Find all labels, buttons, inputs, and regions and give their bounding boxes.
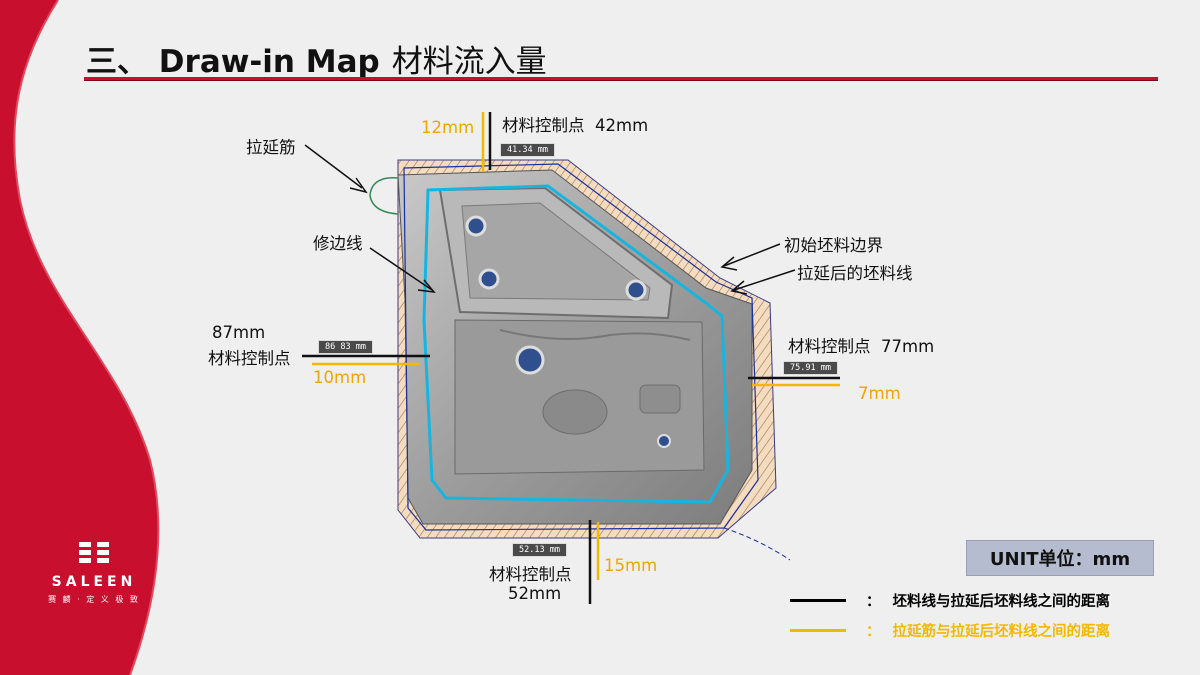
right-bead-distance: 7mm bbox=[858, 384, 901, 403]
bottom-control-label: 材料控制点 bbox=[489, 565, 572, 584]
title-en: 三、 Draw-in Map bbox=[86, 44, 380, 80]
legend-black-colon: ： bbox=[866, 593, 881, 610]
unit-box: UNIT单位：mm bbox=[966, 540, 1154, 576]
title-zh: 材料流入量 bbox=[391, 44, 547, 80]
trim-line bbox=[422, 184, 730, 504]
draw-bead bbox=[369, 177, 399, 215]
drawn-blank-label: 拉延后的坯料线 bbox=[797, 264, 913, 283]
title-rule bbox=[84, 77, 1158, 80]
trim-line-label: 修边线 bbox=[313, 234, 363, 253]
top-control-label: 材料控制点 42mm bbox=[502, 116, 649, 135]
brand-logo: SALEEN 赛 麟 · 定 义 极 致 bbox=[24, 540, 164, 605]
bottom-control-value: 52mm bbox=[508, 584, 562, 603]
legend-orange-text: 拉延筋与拉延后坯料线之间的距离 bbox=[892, 623, 1111, 640]
left-wave-decoration bbox=[0, 0, 160, 675]
bottom-bead-distance: 15mm bbox=[604, 556, 658, 575]
title-rule-shadow bbox=[84, 80, 1158, 81]
left-measure-tag: 86 83 mm bbox=[318, 340, 373, 354]
legend-black-swatch bbox=[790, 598, 846, 602]
draw-bead-label: 拉延筋 bbox=[246, 138, 296, 157]
drawn-blank-line bbox=[403, 163, 759, 531]
brand-slogan: 赛 麟 · 定 义 极 致 bbox=[48, 595, 140, 604]
brand-wordmark: SALEEN bbox=[51, 574, 137, 590]
saleen-emblem-icon bbox=[79, 542, 109, 563]
top-measure-tag: 41.34 mm bbox=[500, 143, 555, 157]
legend-orange-swatch bbox=[790, 628, 846, 632]
legend-row-orange: ： 拉延筋与拉延后坯料线之间的距离 bbox=[790, 618, 1110, 642]
draw-in-map-drawing bbox=[302, 112, 840, 604]
top-bead-distance: 12mm bbox=[421, 118, 475, 137]
legend-orange-colon: ： bbox=[866, 623, 881, 640]
initial-blank-label: 初始坯料边界 bbox=[784, 236, 883, 255]
legend-black-text: 坯料线与拉延后坯料线之间的距离 bbox=[892, 593, 1111, 610]
left-control-value: 87mm bbox=[212, 323, 266, 342]
right-measure-tag: 75.91 mm bbox=[783, 361, 838, 375]
bottom-measure-tag: 52.13 mm bbox=[512, 543, 567, 557]
right-control-label: 材料控制点 77mm bbox=[788, 337, 935, 356]
left-control-label: 材料控制点 bbox=[208, 349, 291, 368]
left-bead-distance: 10mm bbox=[313, 368, 367, 387]
legend-row-black: ： 坯料线与拉延后坯料线之间的距离 bbox=[790, 588, 1110, 612]
page-title: 三、 Draw-in Map 材料流入量 bbox=[86, 36, 547, 81]
